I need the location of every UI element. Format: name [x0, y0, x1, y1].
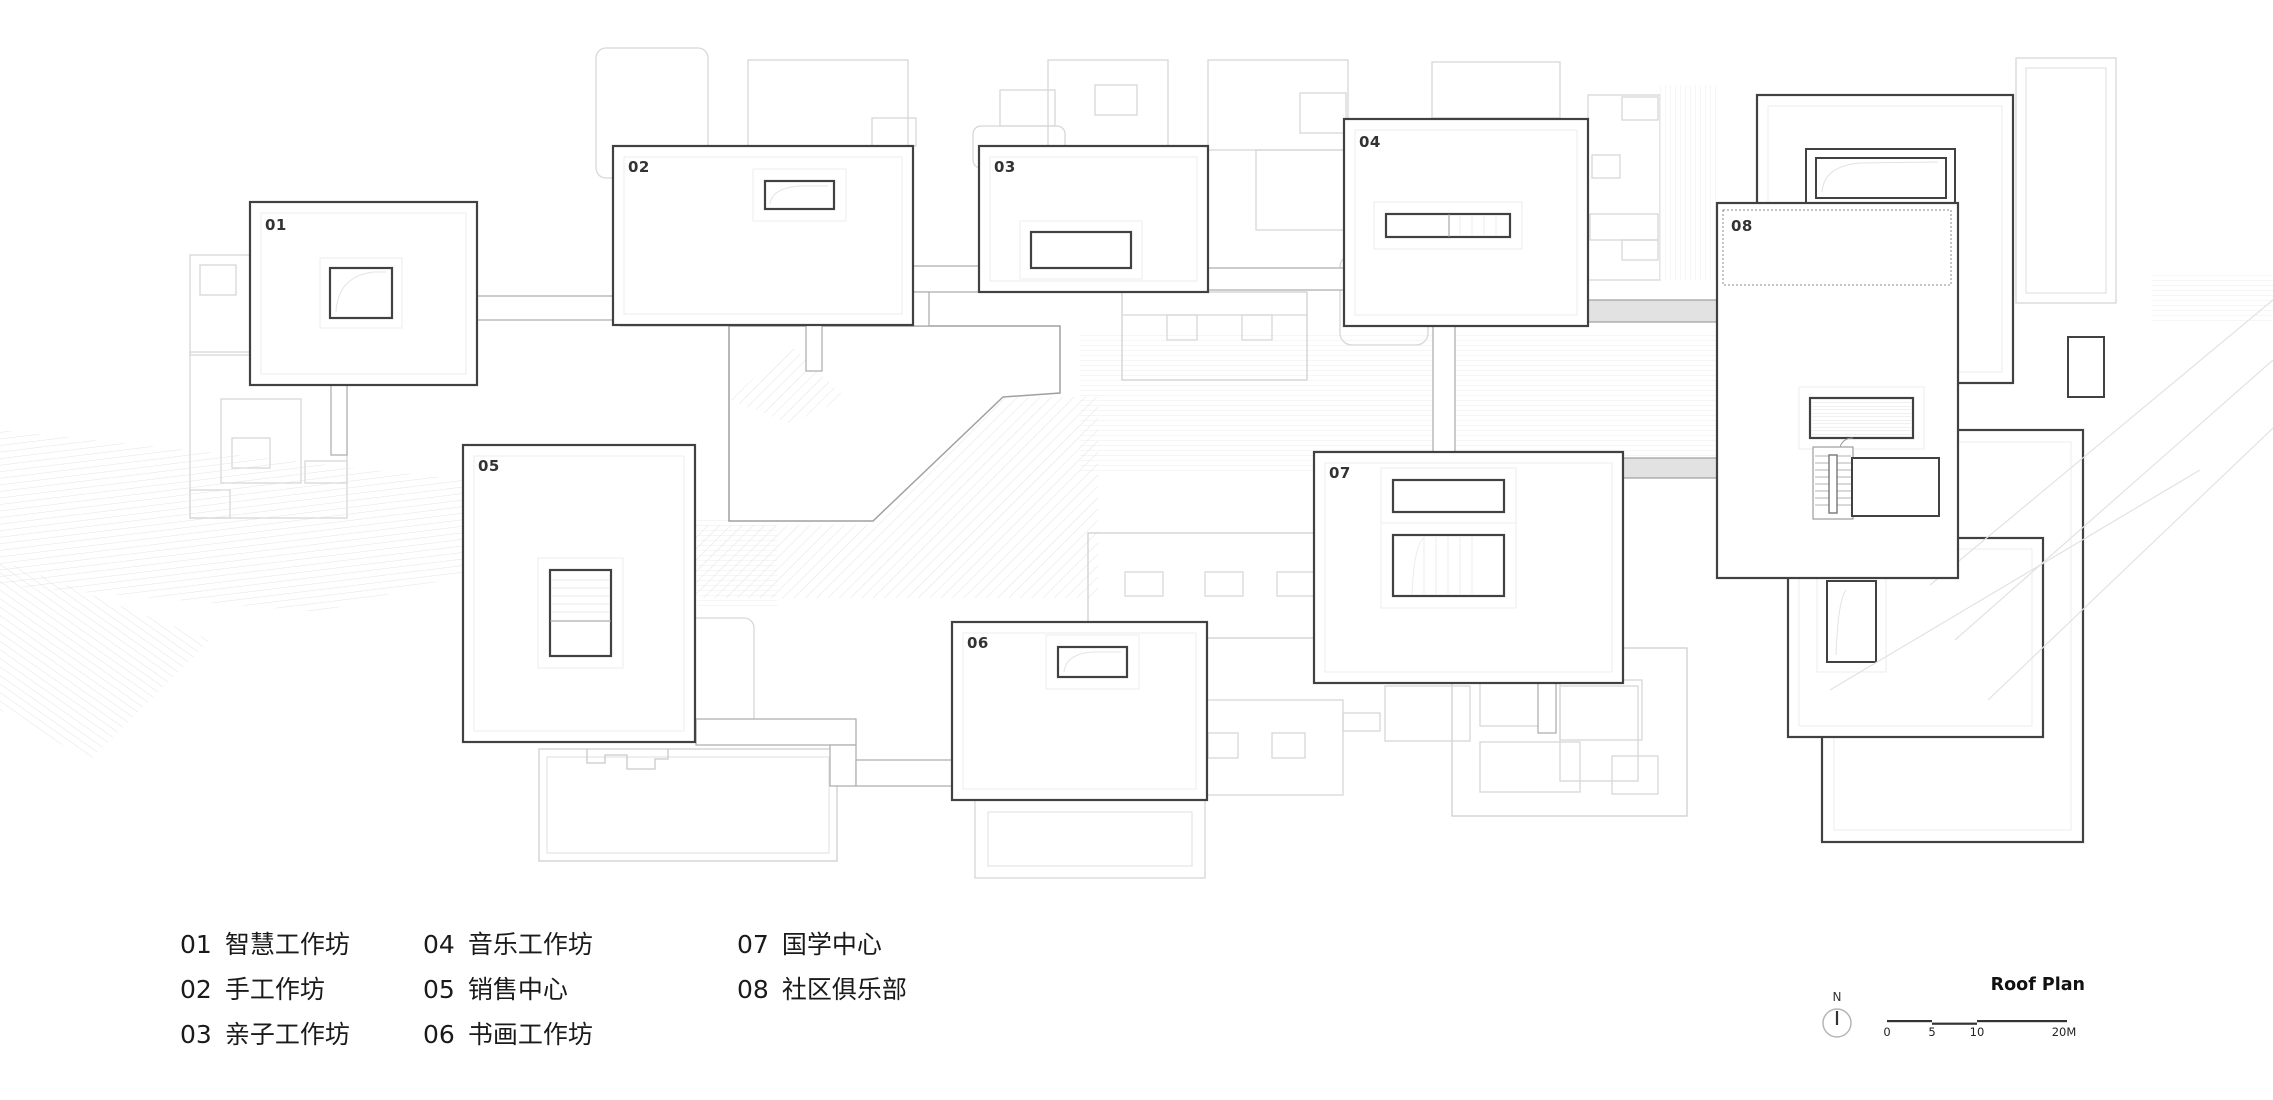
legend-name: 手工作坊 — [224, 975, 325, 1004]
scale-label: 10 — [1969, 1025, 1985, 1039]
legend-number: 03 — [180, 1020, 212, 1049]
legend-item: 06 书画工作坊 — [423, 1012, 593, 1057]
legend-name: 社区俱乐部 — [781, 975, 907, 1004]
building-03-skylight — [1029, 230, 1133, 270]
building-01-skylight — [328, 266, 394, 320]
building-01-label: 01 — [265, 216, 287, 234]
building-08-stair — [1812, 437, 1854, 520]
building-05-label: 05 — [478, 457, 500, 475]
north-arrow-icon: N — [1820, 990, 1854, 1044]
building-08: 08 — [1715, 201, 1960, 580]
legend-column-2: 04 音乐工作坊 05 销售中心 06 书画工作坊 — [423, 922, 593, 1057]
building-08-roof-terrace — [1722, 209, 1952, 286]
building-08-skylight-side — [1851, 457, 1940, 517]
building-03-label: 03 — [994, 158, 1016, 176]
legend-number: 07 — [737, 930, 769, 959]
legend-name: 智慧工作坊 — [224, 930, 350, 959]
legend-column-1: 01 智慧工作坊 02 手工作坊 03 亲子工作坊 — [180, 922, 350, 1057]
north-label: N — [1832, 990, 1842, 1004]
scale-label: 0 — [1883, 1025, 1891, 1039]
building-05-skylight — [548, 568, 613, 658]
legend-name: 亲子工作坊 — [224, 1020, 350, 1049]
building-06-label: 06 — [967, 634, 989, 652]
scale-label: 20M — [2051, 1025, 2077, 1039]
legend-item: 01 智慧工作坊 — [180, 922, 350, 967]
north-arrow-circle — [1822, 1008, 1852, 1038]
drawing-title: Roof Plan — [1990, 975, 2085, 995]
building-01: 01 — [248, 200, 479, 387]
legend-item: 03 亲子工作坊 — [180, 1012, 350, 1057]
legend-item: 07 国学中心 — [737, 922, 907, 967]
building-07-label: 07 — [1329, 464, 1351, 482]
legend-number: 02 — [180, 975, 212, 1004]
building-04: 04 — [1342, 117, 1590, 328]
legend-item: 08 社区俱乐部 — [737, 967, 907, 1012]
legend-number: 05 — [423, 975, 455, 1004]
covered-bridge — [1622, 457, 1718, 479]
covered-bridge — [1587, 299, 1718, 323]
legend-item: 05 销售中心 — [423, 967, 593, 1012]
legend-number: 01 — [180, 930, 212, 959]
building-06: 06 — [950, 620, 1209, 802]
legend-number: 06 — [423, 1020, 455, 1049]
corridors — [330, 265, 1875, 787]
legend-name: 国学中心 — [781, 930, 882, 959]
legend-number: 04 — [423, 930, 455, 959]
building-03: 03 — [977, 144, 1210, 294]
building-02-label: 02 — [628, 158, 650, 176]
building-06-skylight — [1056, 645, 1129, 679]
building-07: 07 — [1312, 450, 1625, 685]
legend-item: 02 手工作坊 — [180, 967, 350, 1012]
legend-name: 书画工作坊 — [467, 1020, 593, 1049]
legend-item: 04 音乐工作坊 — [423, 922, 593, 967]
legend-number: 08 — [737, 975, 769, 1004]
building-02: 02 — [611, 144, 915, 327]
scale-bar: 0 5 10 20M — [1883, 1012, 2076, 1042]
building-08-label: 08 — [1731, 217, 1753, 235]
terrain-diagonal-lines — [1829, 299, 2273, 701]
building-02-skylight — [763, 179, 836, 211]
legend-column-3: 07 国学中心 08 社区俱乐部 — [737, 922, 907, 1012]
legend-name: 音乐工作坊 — [467, 930, 593, 959]
building-05: 05 — [461, 443, 697, 744]
legend-name: 销售中心 — [467, 975, 568, 1004]
building-04-skylight — [1384, 212, 1512, 239]
building-07-skylight-upper — [1391, 478, 1506, 514]
building-04-label: 04 — [1359, 133, 1381, 151]
roof-annex — [2067, 336, 2105, 398]
scale-bar-segments — [1887, 1020, 2067, 1025]
scale-label: 5 — [1928, 1025, 1936, 1039]
